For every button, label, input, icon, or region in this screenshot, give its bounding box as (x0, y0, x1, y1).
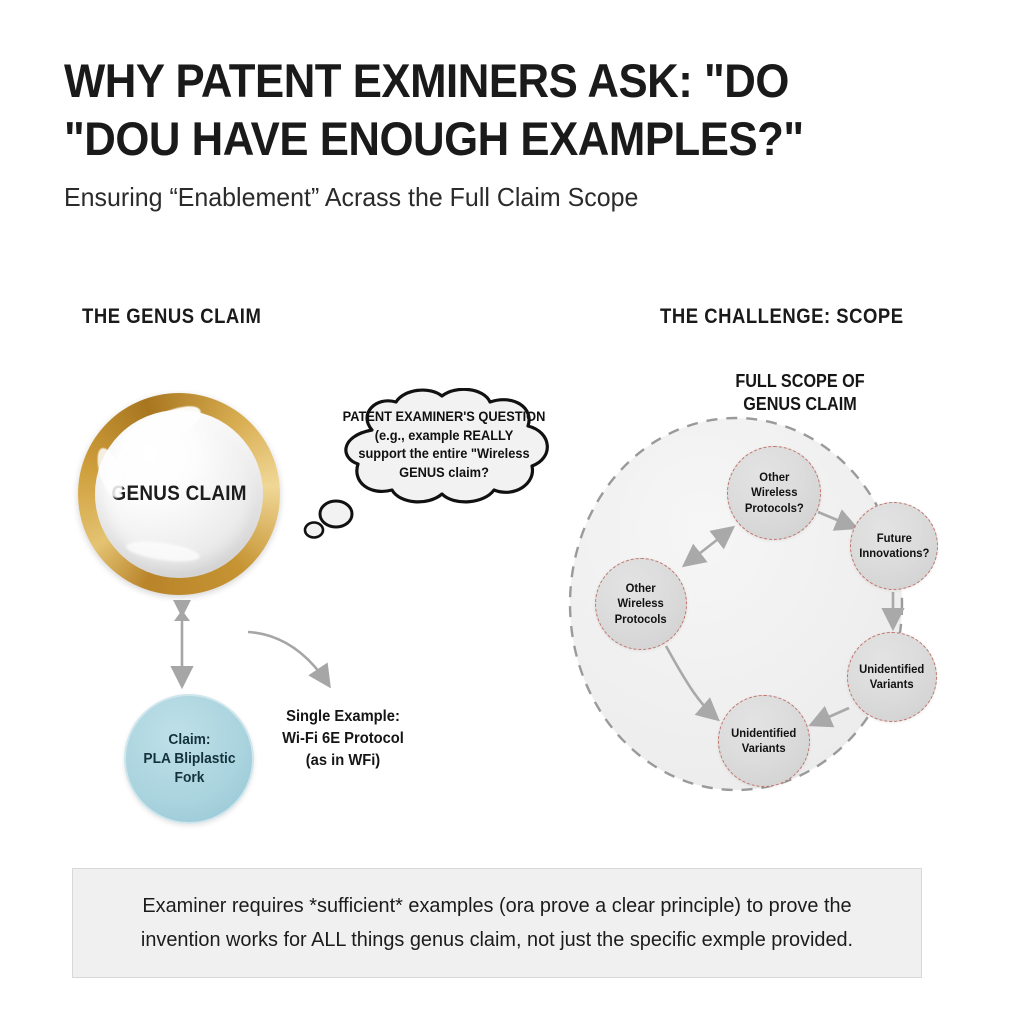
left-column-arrows (170, 600, 331, 690)
scope-node-label: Other Wireless Protocols (614, 580, 668, 626)
bubble-line-3: support the entire "Wireless (358, 446, 530, 461)
page-subtitle: Ensuring “Enablement” Acrass the Full Cl… (64, 182, 639, 212)
double-arrow-top-head-icon (174, 610, 190, 621)
bubble-line-2: (e.g., example REALLY (374, 427, 514, 443)
claim-circle-label: Claim: PLA Bliplastic Fork (142, 731, 236, 786)
caption-text: Examiner requires *sufficient* examples … (140, 894, 854, 951)
scope-boundary-icon (568, 416, 904, 792)
thought-bubble-text: PATENT EXAMINER'S QUESTION (e.g., exampl… (338, 408, 551, 482)
connector-left-to-bottom-icon (664, 645, 720, 722)
curved-arrow-icon (247, 630, 331, 689)
single-example-text: Single Example: Wi-Fi 6E Protocol (as in… (282, 708, 404, 769)
scope-node-label: Other Wireless Protocols? (744, 469, 804, 515)
header-block: WHY PATENT EXMINERS ASK: "DO "DOU HAVE E… (64, 52, 964, 213)
bubble-line-1: PATENT EXAMINER'S QUESTION (342, 409, 546, 424)
scope-node-label: Future Innovations? (858, 530, 930, 561)
scope-node-unidentified-variants-right[interactable]: Unidentified Variants (847, 632, 937, 722)
bubble-line-4: GENUS claim? (399, 464, 489, 480)
caption-box: Examiner requires *sufficient* examples … (72, 868, 922, 978)
scope-node-future-innovations-q[interactable]: Future Innovations? (850, 502, 938, 590)
thought-bubble: PATENT EXAMINER'S QUESTION (e.g., exampl… (318, 387, 570, 510)
connector-left-to-top-icon (681, 525, 736, 568)
scope-boundary-and-connectors (568, 416, 905, 792)
genus-claim-sphere: GENUS CLAIM (78, 393, 280, 595)
scope-node-unidentified-variants-bottom[interactable]: Unidentified Variants (718, 695, 810, 787)
page-title: WHY PATENT EXMINERS ASK: "DO "DOU HAVE E… (64, 54, 804, 165)
full-scope-title: FULL SCOPE OF GENUS CLAIM (735, 371, 865, 414)
thought-bubble-trail-icon (303, 499, 354, 539)
section-heading-challenge-scope: THE CHALLENGE: SCOPE (660, 305, 904, 328)
full-scope-diagram: Other Wireless Protocols? Future Innovat… (566, 414, 938, 794)
genus-claim-label: GENUS CLAIM (111, 482, 247, 505)
claim-circle[interactable]: Claim: PLA Bliplastic Fork (124, 694, 254, 824)
connector-variants-to-variants-icon (808, 705, 850, 728)
connector-top-to-future-icon (817, 509, 859, 531)
section-heading-genus-claim: THE GENUS CLAIM (82, 305, 262, 328)
thought-bubble-shape-icon (344, 387, 549, 504)
scope-node-label: Unidentified Variants (859, 661, 925, 692)
scope-node-label: Unidentified Variants (731, 725, 797, 756)
scope-node-other-wireless-protocols-q[interactable]: Other Wireless Protocols? (727, 446, 821, 540)
scope-node-other-wireless-protocols[interactable]: Other Wireless Protocols (595, 558, 687, 650)
genus-sphere-body: GENUS CLAIM (95, 410, 263, 578)
